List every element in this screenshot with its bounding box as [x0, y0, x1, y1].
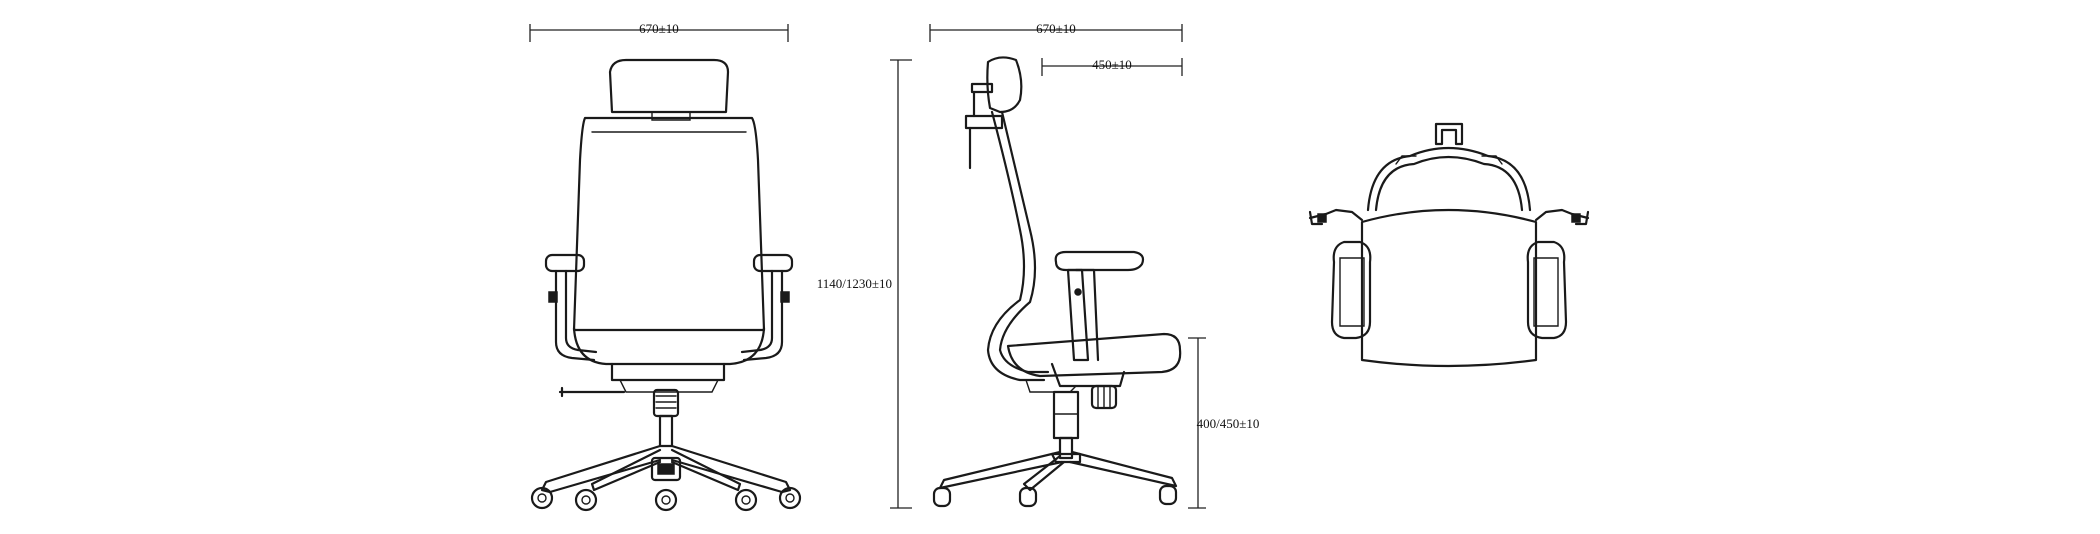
side-height-label: 1140/1230±10 [817, 276, 892, 291]
front-width-dimension: 670±10 [529, 21, 789, 42]
top-right-armrest [1526, 208, 1590, 340]
top-backrest [1366, 146, 1532, 212]
top-headrest [1434, 122, 1464, 146]
front-view: 670±10 [529, 21, 802, 512]
front-left-armrest [544, 253, 598, 362]
side-casters [932, 484, 1178, 508]
side-view: 670±10 450±10 1140/1230±10 400/450±10 [817, 21, 1260, 509]
side-seat [1006, 332, 1182, 378]
front-base [540, 444, 792, 494]
side-depth-label: 670±10 [1036, 21, 1076, 36]
side-seat-height-label: 400/450±10 [1197, 416, 1260, 431]
front-backrest [572, 116, 766, 332]
side-armrest [1054, 250, 1145, 362]
side-knob [1090, 384, 1118, 410]
side-headrest-label: 450±10 [1092, 57, 1132, 72]
side-seat-height-dimension: 400/450±10 [1188, 337, 1260, 509]
front-seat [572, 326, 766, 366]
side-height-dimension: 1140/1230±10 [817, 59, 912, 509]
side-gas-cylinder [1052, 390, 1080, 440]
top-left-armrest [1308, 208, 1372, 340]
side-headrest [986, 56, 1023, 114]
side-headrest-dimension: 450±10 [1041, 57, 1183, 76]
top-seat [1360, 208, 1538, 368]
front-right-armrest [740, 253, 794, 362]
side-depth-dimension: 670±10 [929, 21, 1183, 42]
front-width-label: 670±10 [639, 21, 679, 36]
side-base [938, 450, 1178, 492]
front-casters [530, 486, 802, 512]
top-view [1308, 122, 1590, 368]
side-backrest [986, 110, 1046, 382]
front-headrest [608, 58, 730, 114]
front-gas-cylinder [652, 388, 680, 418]
